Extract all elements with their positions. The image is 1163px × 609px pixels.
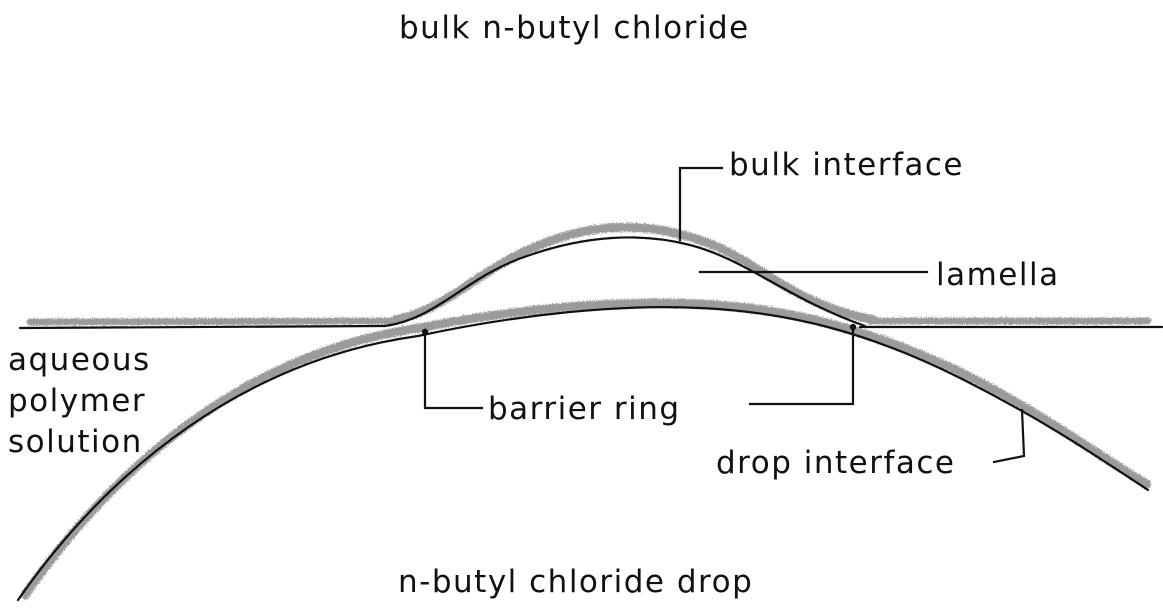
barrier-ring-contact-right <box>850 324 856 330</box>
barrier-ring-contact-left <box>422 329 428 335</box>
aqueous-label-line: solution <box>8 422 151 463</box>
drop-interface-label: drop interface <box>716 445 956 481</box>
drop-interface-curve <box>18 307 1148 600</box>
bulk-interface-shading-left <box>30 321 395 322</box>
barrier-ring-leader-left <box>425 330 482 408</box>
barrier-ring-leader-right <box>750 328 853 404</box>
bulk-phase-label: bulk n-butyl chloride <box>399 10 750 46</box>
drop-interface-leader <box>994 410 1024 462</box>
aqueous-label-line: aqueous <box>8 340 151 381</box>
drop-phase-label: n-butyl chloride drop <box>398 564 753 600</box>
aqueous-phase-label: aqueous polymer solution <box>8 340 151 463</box>
drop-interface-shading <box>25 303 1148 595</box>
barrier-ring-label: barrier ring <box>488 391 681 427</box>
bulk-interface-label: bulk interface <box>729 147 964 183</box>
lamella-label: lamella <box>936 257 1060 293</box>
barrier-ring-contacts <box>422 324 856 335</box>
bulk-interface-leader <box>680 168 722 240</box>
aqueous-label-line: polymer <box>8 381 151 422</box>
bulk-interface-line-left <box>20 326 385 328</box>
